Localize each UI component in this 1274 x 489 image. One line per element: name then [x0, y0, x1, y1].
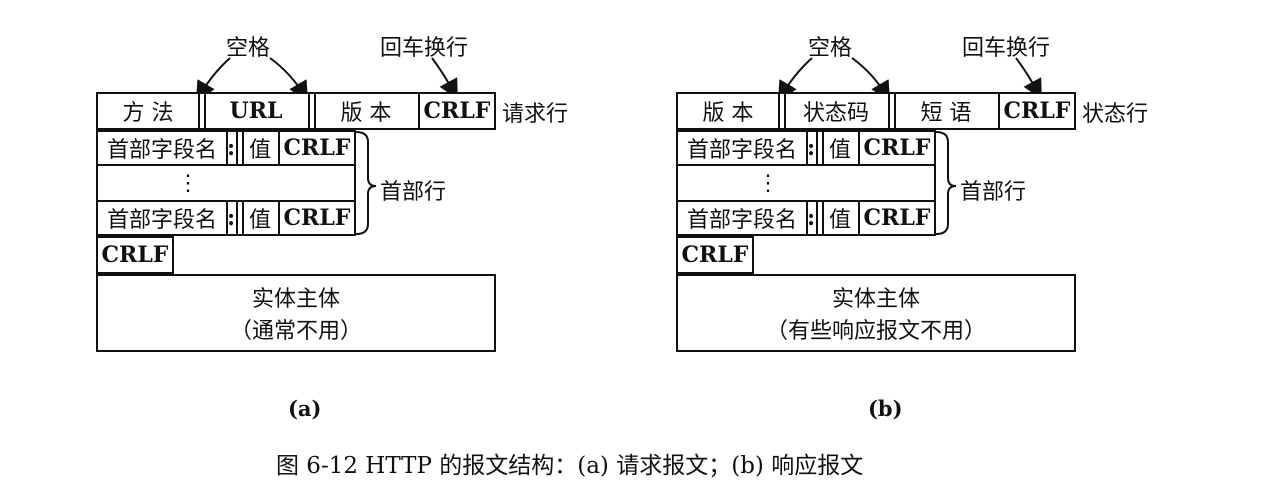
crlf-b-2: CRLF: [863, 205, 931, 231]
ellipsis-a: ⋮: [177, 170, 199, 196]
header-brace-label-b: 首部行: [960, 180, 1027, 205]
value-a-1: 值: [248, 138, 271, 163]
entity-body-a: 实体主体 （通常不用）: [96, 274, 496, 352]
version-field-b: 版 本: [702, 101, 754, 126]
colon-a-1: :: [226, 135, 236, 161]
phrase-field: 短 语: [920, 101, 972, 126]
header-name-b-1: 首部字段名: [686, 138, 797, 163]
crlf-label-b: 回车换行: [962, 36, 1051, 61]
header-brace-a: [355, 131, 377, 235]
crlf-b-1: CRLF: [863, 135, 931, 161]
crlf-field: CRLF: [423, 98, 491, 124]
status-code-field: 状态码: [802, 101, 869, 126]
colon-b-1: :: [806, 135, 816, 161]
request-line-label: 请求行: [502, 102, 569, 127]
status-line: 版 本 状态码 短 语 CRLF: [676, 92, 1076, 130]
end-crlf-b: CRLF: [676, 236, 754, 274]
colon-a-2: :: [226, 205, 236, 231]
entity-body-title-b: 实体主体: [831, 287, 920, 312]
header-lines-a: 首部字段名 : 值 CRLF ⋮ 首部字段名 : 值 CRLF: [96, 130, 356, 236]
entity-body-title-a: 实体主体: [251, 287, 340, 312]
header-lines-b: 首部字段名 : 值 CRLF ⋮ 首部字段名 : 值 CRLF: [676, 130, 936, 236]
method-field: 方 法: [122, 101, 174, 126]
header-brace-b: [935, 131, 957, 235]
version-field: 版 本: [340, 101, 392, 126]
entity-body-b: 实体主体 （有些响应报文不用）: [676, 274, 1076, 352]
crlf-arrow-b: [1015, 57, 1042, 100]
request-line: 方 法 URL 版 本 CRLF: [96, 92, 496, 130]
crlf-field-b: CRLF: [1003, 98, 1071, 124]
ellipsis-b: ⋮: [757, 170, 779, 196]
header-name-a-2: 首部字段名: [106, 208, 217, 233]
crlf-label-a: 回车换行: [380, 36, 469, 61]
sub-caption-a: (a): [288, 396, 322, 421]
value-b-2: 值: [828, 208, 851, 233]
status-line-label: 状态行: [1082, 102, 1149, 127]
crlf-arrow-a: [431, 57, 458, 100]
end-crlf-a: CRLF: [96, 236, 174, 274]
sub-caption-b: (b): [868, 396, 903, 421]
url-field: URL: [229, 98, 283, 124]
end-crlf-b-text: CRLF: [681, 242, 749, 268]
header-name-a-1: 首部字段名: [106, 138, 217, 163]
header-name-b-2: 首部字段名: [686, 208, 797, 233]
crlf-a-1: CRLF: [283, 135, 351, 161]
colon-b-2: :: [806, 205, 816, 231]
crlf-a-2: CRLF: [283, 205, 351, 231]
space-label-b: 空格: [808, 36, 853, 61]
header-brace-label-a: 首部行: [380, 180, 447, 205]
space-label-a: 空格: [226, 36, 271, 61]
end-crlf-a-text: CRLF: [101, 242, 169, 268]
entity-body-note-a: （通常不用）: [229, 319, 362, 344]
entity-body-note-b: （有些响应报文不用）: [765, 319, 986, 344]
figure-caption: 图 6-12 HTTP 的报文结构：(a) 请求报文；(b) 响应报文: [276, 453, 864, 479]
value-b-1: 值: [828, 138, 851, 163]
value-a-2: 值: [248, 208, 271, 233]
